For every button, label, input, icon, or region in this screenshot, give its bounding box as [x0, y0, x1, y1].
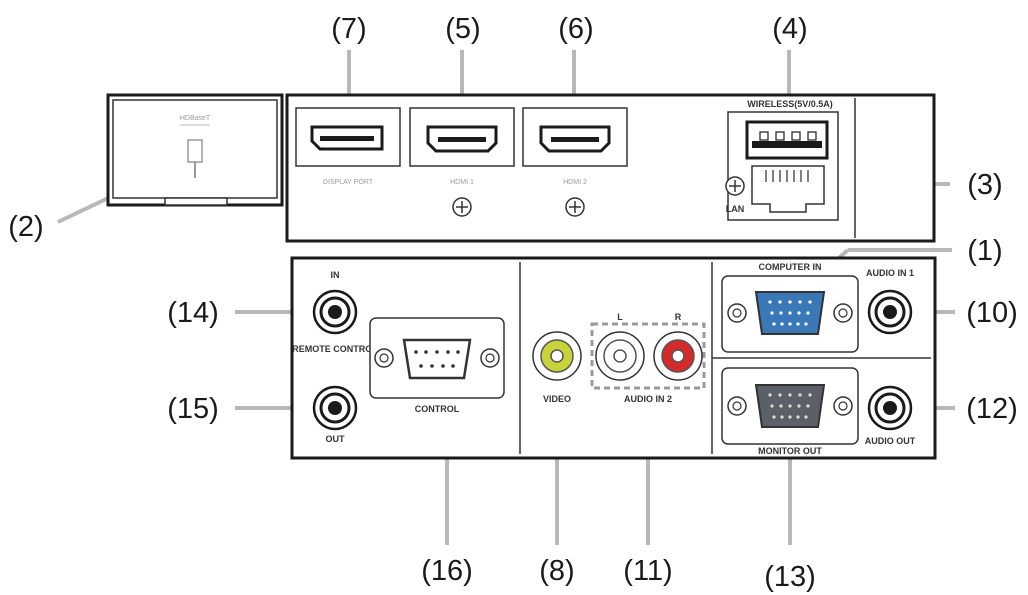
- hdbaset-label: HDBaseT: [180, 115, 211, 122]
- callout-1: (1): [967, 235, 1002, 267]
- audio-l-label: L: [617, 312, 623, 322]
- callout-14: (14): [167, 297, 219, 329]
- hdbaset-tab: [164, 197, 228, 206]
- upper-panel-frame: [285, 93, 936, 243]
- display-port-pins-icon: [320, 136, 374, 141]
- control-pins-icon: [414, 350, 460, 368]
- usb-pin-4: [807, 131, 817, 141]
- vga-out-pins-icon: [768, 393, 812, 419]
- callout-6: (6): [558, 13, 593, 45]
- remote-out-label: OUT: [326, 434, 346, 444]
- remote-out-jack-hole: [328, 401, 342, 415]
- remote-in-jack-hole: [328, 305, 342, 319]
- audio-in2-label: AUDIO IN 2: [624, 394, 672, 404]
- display-port-label: DISPLAY PORT: [323, 179, 374, 186]
- audio-r-rca-jack-hole: [671, 349, 685, 363]
- hdmi2-frame: [522, 107, 628, 167]
- callout-8: (8): [539, 555, 574, 587]
- audio-in2-dashed-outline: [590, 322, 706, 390]
- video-label: VIDEO: [543, 394, 571, 404]
- usb-pin-1: [759, 131, 769, 141]
- video-rca-jack-hole: [550, 349, 564, 363]
- callout-12: (12): [966, 393, 1018, 425]
- lan-label: LAN: [726, 204, 745, 214]
- callout-16: (16): [421, 555, 473, 587]
- control-screw-right-hole: [485, 353, 495, 363]
- computer-in-screw-right-hole: [838, 308, 848, 318]
- callout-11: (11): [623, 555, 672, 587]
- remote-control-group: IN REMOTE CONTROL OUT: [292, 270, 378, 444]
- monitor-out-screw-left-hole: [732, 401, 742, 411]
- usb-port-tongue-icon: [752, 141, 822, 148]
- audio-r-label: R: [675, 312, 682, 322]
- audio-out-label: AUDIO OUT: [865, 436, 916, 446]
- hdmi1-frame: [409, 107, 515, 167]
- lan-port-socket-icon: [751, 165, 825, 213]
- callout-7: (7): [331, 13, 366, 45]
- callout-13: (13): [764, 561, 816, 593]
- remote-in-label: IN: [331, 270, 340, 280]
- control-dsub-socket-icon: [402, 338, 472, 380]
- callout-4: (4): [772, 13, 807, 45]
- callout-15: (15): [167, 393, 219, 425]
- monitor-out-label: MONITOR OUT: [758, 446, 822, 456]
- monitor-out-screw-right-hole: [838, 401, 848, 411]
- hdbaset-port-group: HDBaseT: [106, 93, 284, 207]
- display-port-frame: [295, 107, 401, 167]
- hdmi1-pins-icon: [438, 137, 486, 142]
- computer-in-screw-left-hole: [732, 308, 742, 318]
- hdmi2-label: HDMI 2: [563, 179, 587, 186]
- wireless-label: WIRELESS(5V/0.5A): [747, 99, 833, 109]
- display-port: DISPLAY PORT: [295, 107, 401, 186]
- audio-out-jack-hole: [883, 401, 897, 415]
- control-label: CONTROL: [415, 404, 460, 414]
- monitor-out-group: MONITOR OUT AUDIO OUT: [721, 367, 916, 456]
- upper-panel: DISPLAY PORT HDMI 1 HDMI 2 WIRELESS(5V/0…: [285, 93, 936, 243]
- control-screw-left-hole: [379, 353, 389, 363]
- audio-l-rca-jack-hole: [613, 349, 627, 363]
- hdmi1-port: HDMI 1: [409, 107, 515, 217]
- usb-pin-3: [791, 131, 801, 141]
- lan-contacts-icon: [765, 170, 809, 182]
- wireless-lan-group: WIRELESS(5V/0.5A) LAN: [725, 99, 839, 221]
- lower-panel: IN REMOTE CONTROL OUT CONTROL: [290, 256, 937, 460]
- wireless-lan-frame: [727, 111, 839, 221]
- callout-10: (10): [966, 297, 1018, 329]
- hdmi1-label: HDMI 1: [450, 179, 474, 186]
- audio-in1-jack-hole: [883, 305, 897, 319]
- usb-pin-2: [775, 131, 785, 141]
- callout-5: (5): [445, 13, 480, 45]
- av-group: L R VIDEO AUDIO IN 2: [532, 312, 706, 404]
- remote-control-label: REMOTE CONTROL: [292, 344, 378, 354]
- callout-2: (2): [8, 211, 43, 243]
- hdmi2-pins-icon: [551, 137, 599, 142]
- computer-in-label: COMPUTER IN: [759, 262, 822, 272]
- callout-labels: (7) (5) (6) (4) (3) (2) (1) (10) (12) (1…: [8, 13, 1018, 593]
- audio-in1-label: AUDIO IN 1: [866, 268, 914, 278]
- hdmi2-port: HDMI 2: [522, 107, 628, 217]
- callout-3: (3): [967, 169, 1002, 201]
- computer-in-group: COMPUTER IN AUDIO IN 1: [721, 262, 914, 353]
- vga-in-pins-icon: [768, 300, 812, 326]
- control-port: CONTROL: [369, 317, 505, 414]
